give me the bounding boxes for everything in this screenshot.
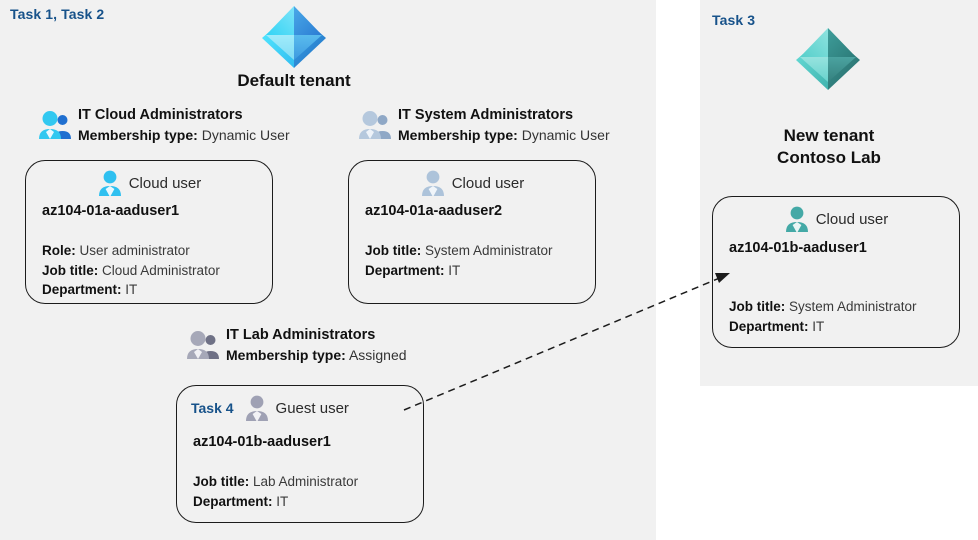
- attr-label: Job title:: [42, 262, 99, 278]
- attr-job-title: Job title: System Administrator: [729, 297, 917, 317]
- attr-label: Department:: [42, 282, 122, 297]
- user-card-aaduser1-default[interactable]: Cloud user az104-01a-aaduser1 Role: User…: [25, 160, 273, 304]
- group-name: IT Cloud Administrators: [78, 107, 243, 123]
- card-header: Cloud user: [26, 169, 272, 197]
- attr-value: IT: [812, 318, 825, 334]
- group-membership-type: Membership type: Dynamic User: [78, 125, 290, 145]
- card-header: Cloud user: [713, 205, 959, 233]
- new-tenant-caption: New tenant Contoso Lab: [738, 125, 920, 169]
- user-attributes: Job title: System Administrator Departme…: [365, 241, 553, 280]
- attr-value: User administrator: [79, 243, 190, 258]
- default-tenant-panel: [0, 0, 656, 540]
- group-membership-label: Membership type:: [226, 347, 346, 363]
- user-attributes: Job title: Lab Administrator Department:…: [193, 472, 358, 511]
- group-membership-label: Membership type:: [78, 127, 198, 143]
- user-card-aaduser1-contoso[interactable]: Cloud user az104-01b-aaduser1 Job title:…: [712, 196, 960, 348]
- attr-department: Department: IT: [365, 261, 553, 281]
- group-membership-value: Dynamic User: [201, 127, 290, 143]
- attr-label: Job title:: [193, 474, 250, 489]
- new-tenant-caption-line2: Contoso Lab: [777, 148, 881, 167]
- user-type-label: Cloud user: [128, 174, 202, 192]
- attr-value: System Administrator: [425, 243, 553, 258]
- attr-value: System Administrator: [789, 299, 917, 314]
- user-type-label: Cloud user: [451, 174, 525, 192]
- attr-department: Department: IT: [193, 492, 358, 512]
- group-membership-value: Dynamic User: [521, 127, 610, 143]
- group-membership-type: Membership type: Dynamic User: [398, 125, 610, 145]
- user-type-label: Guest user: [275, 399, 349, 417]
- group-users-icon: [358, 108, 392, 142]
- attr-job-title: Job title: Cloud Administrator: [42, 261, 220, 281]
- user-principal-name: az104-01a-aaduser1: [42, 203, 180, 219]
- attr-value: Lab Administrator: [253, 474, 359, 489]
- group-users-icon: [38, 108, 72, 142]
- user-card-aaduser2-default[interactable]: Cloud user az104-01a-aaduser2 Job title:…: [348, 160, 596, 304]
- task-label-inline: Task 4: [191, 400, 234, 416]
- attr-department: Department: IT: [729, 317, 917, 337]
- task-label-right-panel: Task 3: [712, 12, 756, 28]
- attr-label: Role:: [42, 243, 76, 258]
- user-principal-name: az104-01b-aaduser1: [729, 240, 867, 256]
- attr-department: Department: IT: [42, 280, 220, 300]
- user-attributes: Job title: System Administrator Departme…: [729, 297, 917, 336]
- default-tenant-caption: Default tenant: [214, 70, 374, 92]
- azure-ad-tenant-icon-new: [792, 26, 864, 92]
- attr-label: Job title:: [365, 243, 422, 258]
- cloud-user-icon: [784, 205, 810, 233]
- user-principal-name: az104-01b-aaduser1: [193, 434, 331, 450]
- attr-label: Job title:: [729, 299, 786, 314]
- default-tenant-caption-line1: Default tenant: [237, 71, 351, 90]
- attr-label: Department:: [729, 318, 809, 334]
- azure-ad-tenant-icon-default: [258, 4, 330, 70]
- attr-value: IT: [448, 262, 461, 278]
- attr-label: Department:: [365, 262, 445, 278]
- attr-value: IT: [125, 282, 138, 297]
- cloud-user-icon: [420, 169, 446, 197]
- group-membership-label: Membership type:: [398, 127, 518, 143]
- group-users-icon: [186, 328, 220, 362]
- attr-value: IT: [276, 493, 289, 509]
- card-header: Cloud user: [349, 169, 595, 197]
- group-name: IT System Administrators: [398, 107, 574, 123]
- attr-role: Role: User administrator: [42, 241, 220, 261]
- group-name: IT Lab Administrators: [226, 327, 376, 343]
- cloud-user-icon: [97, 169, 123, 197]
- new-tenant-caption-line1: New tenant: [783, 126, 875, 145]
- attr-job-title: Job title: System Administrator: [365, 241, 553, 261]
- task-label-left-panel: Task 1, Task 2: [10, 6, 105, 22]
- user-principal-name: az104-01a-aaduser2: [365, 203, 503, 219]
- attr-value: Cloud Administrator: [102, 262, 220, 278]
- group-membership-value: Assigned: [348, 347, 407, 363]
- user-type-label: Cloud user: [815, 210, 889, 228]
- guest-user-icon: [244, 394, 270, 422]
- user-card-guest-aaduser1-lab[interactable]: Task 4 Guest user az104-01b-aaduser1 Job…: [176, 385, 424, 523]
- attr-job-title: Job title: Lab Administrator: [193, 472, 358, 492]
- card-header: Task 4 Guest user: [177, 394, 423, 422]
- user-attributes: Role: User administrator Job title: Clou…: [42, 241, 220, 300]
- attr-label: Department:: [193, 493, 273, 509]
- group-membership-type: Membership type: Assigned: [226, 345, 407, 365]
